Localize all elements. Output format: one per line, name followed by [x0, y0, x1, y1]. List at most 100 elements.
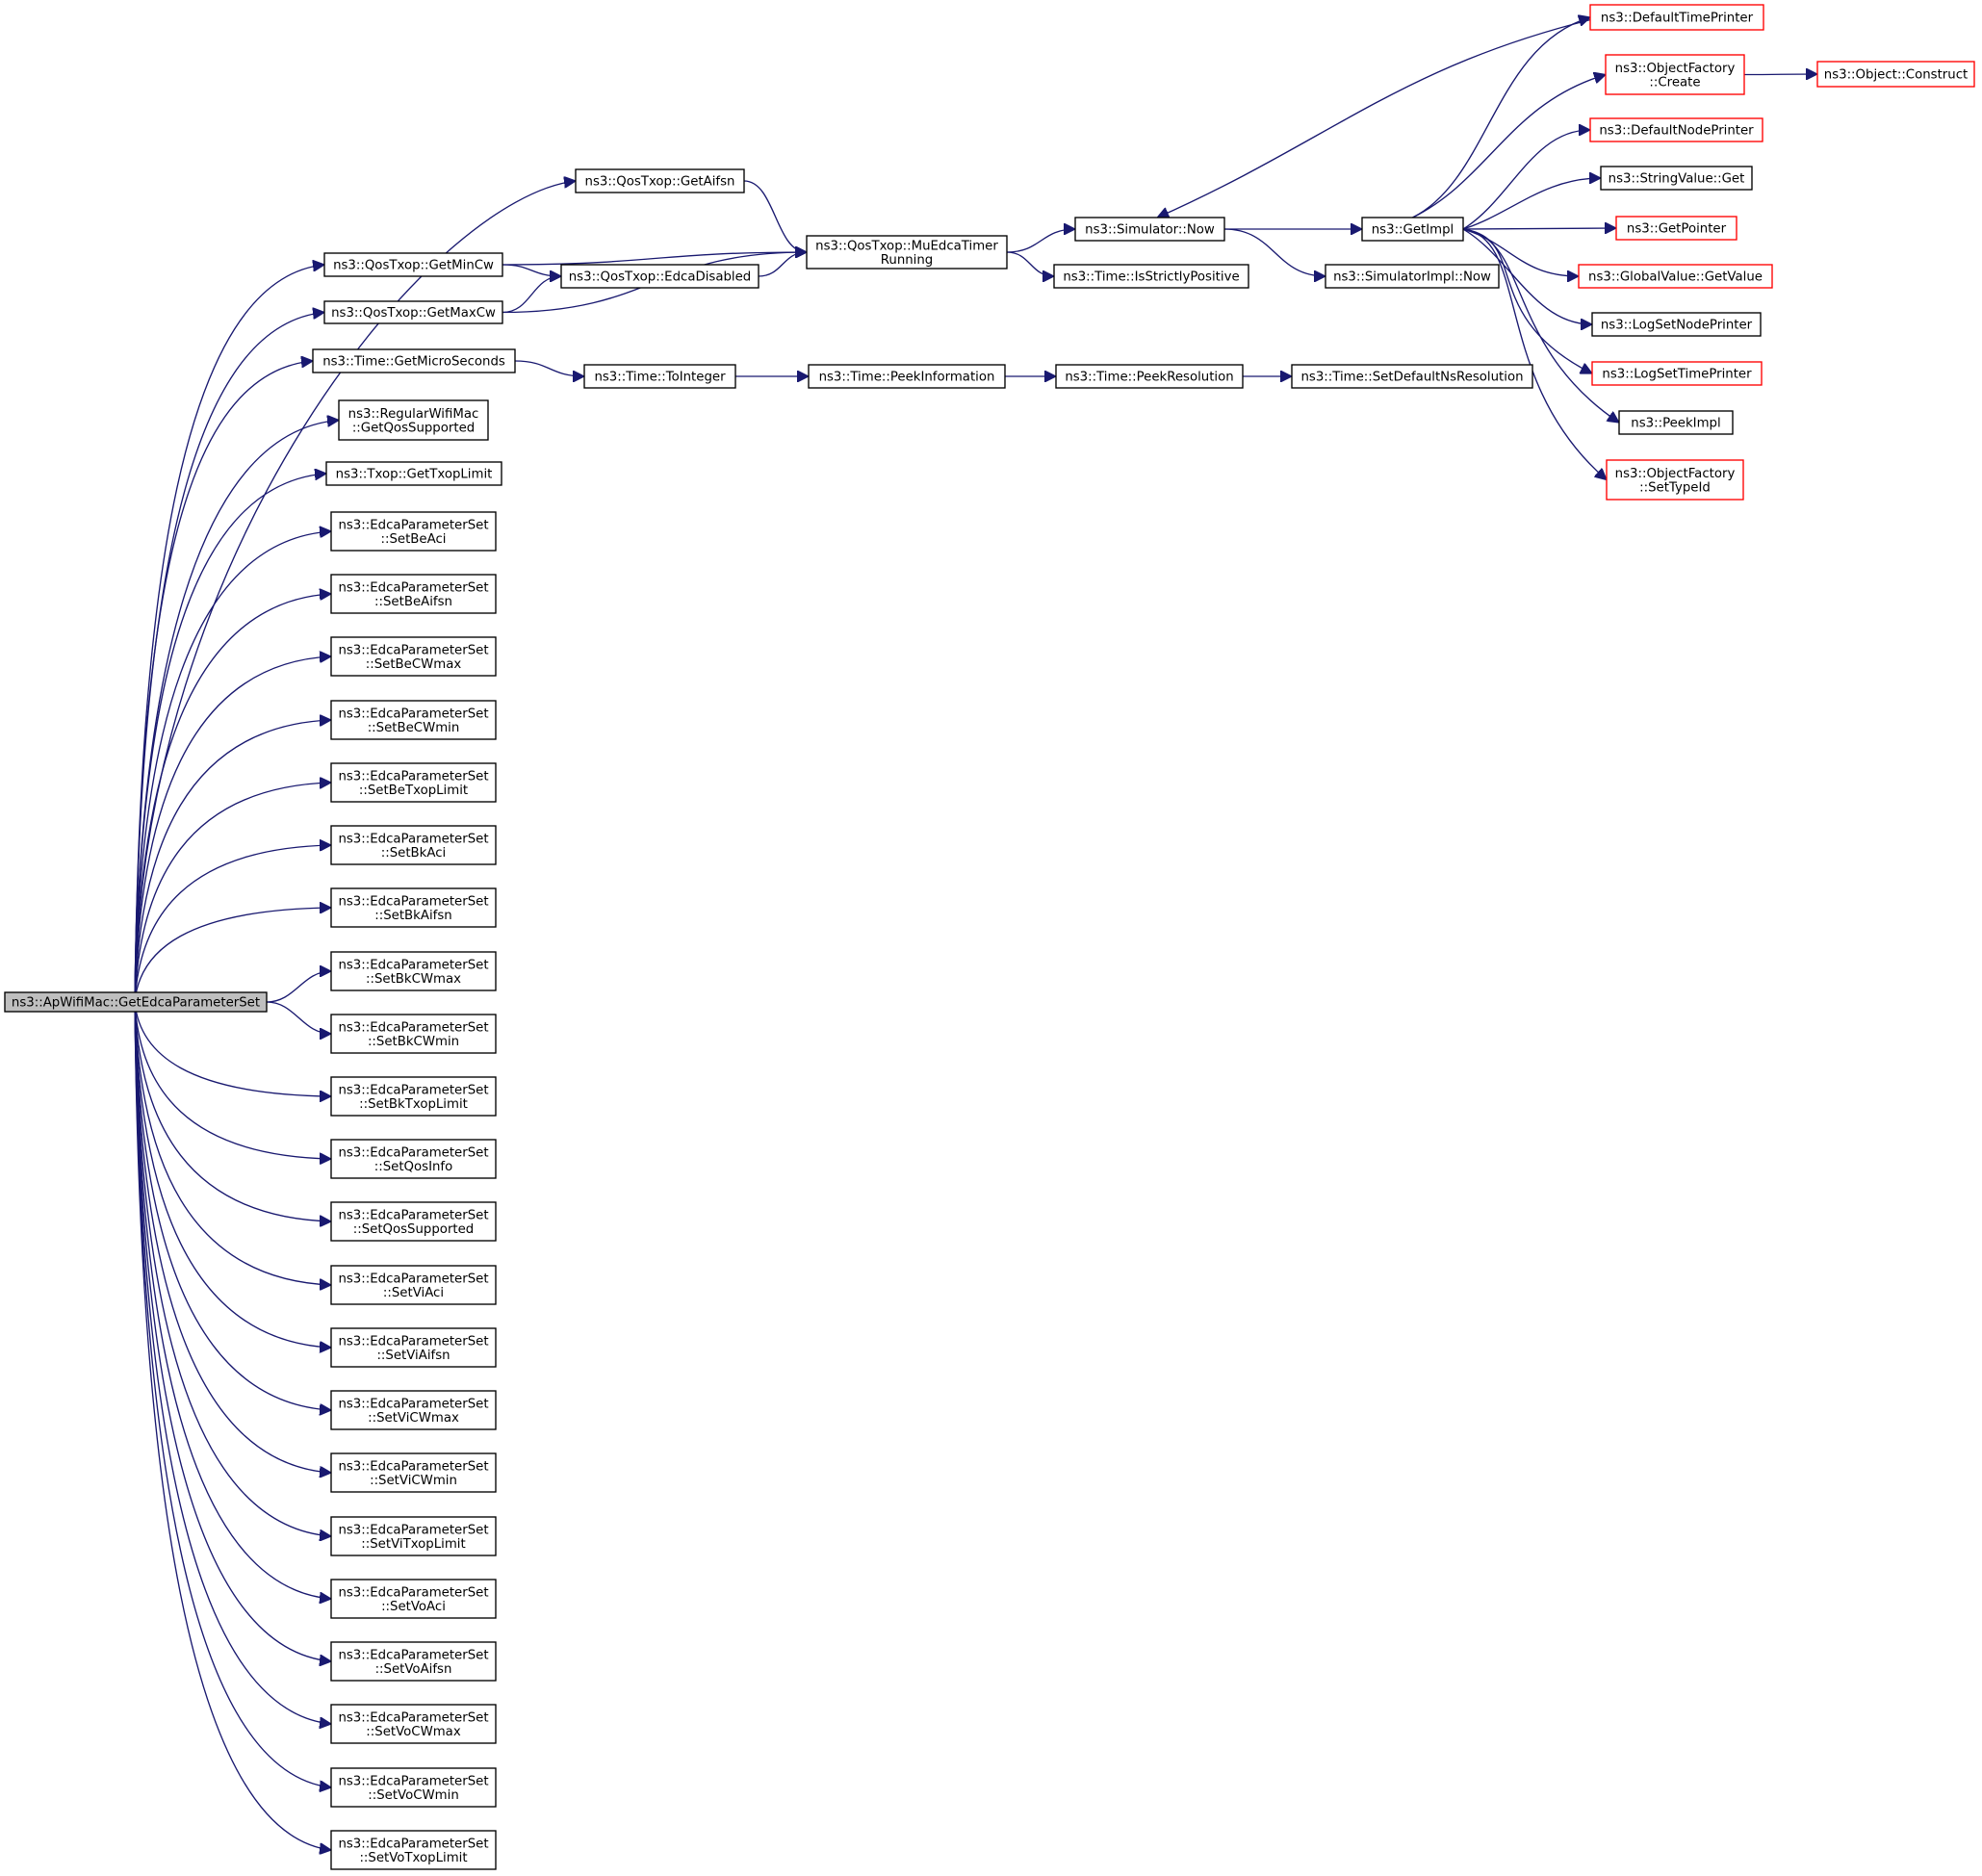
node-sim-impl-now[interactable]: ns3::SimulatorImpl::Now: [1325, 264, 1500, 289]
node-string-value-get[interactable]: ns3::StringValue::Get: [1600, 166, 1753, 191]
node-box: [338, 399, 489, 441]
node-box: [330, 1201, 497, 1242]
edge-get-impl-to-log-set-node-printer: [1462, 228, 1592, 324]
node-log-set-node-printer[interactable]: ns3::LogSetNodePrinter: [1591, 312, 1762, 337]
node-label: ::SetVoCWmax: [366, 1725, 461, 1739]
node-object-factory-create[interactable]: ns3::ObjectFactory::Create: [1605, 54, 1745, 95]
node-get-max-cw[interactable]: ns3::QosTxop::GetMaxCw: [323, 300, 503, 324]
node-label: ::SetBkTxopLimit: [359, 1097, 468, 1112]
node-set-vi-aci[interactable]: ns3::EdcaParameterSet::SetViAci: [330, 1265, 497, 1305]
node-label: ns3::Txop::GetTxopLimit: [336, 468, 493, 482]
node-root[interactable]: ns3::ApWifiMac::GetEdcaParameterSet: [4, 991, 268, 1013]
node-set-default-ns-resolution[interactable]: ns3::Time::SetDefaultNsResolution: [1291, 364, 1533, 389]
node-set-vo-aci[interactable]: ns3::EdcaParameterSet::SetVoAci: [330, 1579, 497, 1619]
node-label: ns3::EdcaParameterSet: [338, 769, 488, 784]
node-label: ::SetBkAci: [381, 846, 446, 861]
node-log-set-time-printer[interactable]: ns3::LogSetTimePrinter: [1591, 361, 1763, 386]
node-peek-resolution[interactable]: ns3::Time::PeekResolution: [1055, 364, 1244, 389]
edge-root-to-get-max-cw: [134, 313, 324, 1003]
edge-root-to-set-bk-cwmax: [266, 971, 331, 1003]
node-label: ns3::Time::ToInteger: [594, 371, 726, 385]
node-get-qos-supported[interactable]: ns3::RegularWifiMac::GetQosSupported: [338, 399, 489, 441]
node-peek-information[interactable]: ns3::Time::PeekInformation: [808, 364, 1006, 389]
node-sim-now[interactable]: ns3::Simulator::Now: [1074, 217, 1225, 242]
node-set-vi-txop-limit[interactable]: ns3::EdcaParameterSet::SetViTxopLimit: [330, 1516, 497, 1556]
node-set-vo-aifsn[interactable]: ns3::EdcaParameterSet::SetVoAifsn: [330, 1641, 497, 1682]
node-label: ns3::Simulator::Now: [1085, 223, 1215, 238]
node-box: [323, 252, 503, 277]
edge-get-impl-to-object-factory-set-type-id: [1462, 228, 1607, 480]
node-get-micro-seconds[interactable]: ns3::Time::GetMicroSeconds: [312, 348, 516, 373]
edge-object-factory-create-to-object-construct: [1743, 74, 1817, 75]
edge-root-to-set-be-cwmax: [134, 656, 331, 1003]
node-label: ns3::DefaultTimePrinter: [1601, 12, 1754, 26]
node-label: ::SetBeTxopLimit: [359, 784, 468, 798]
node-set-bk-aifsn[interactable]: ns3::EdcaParameterSet::SetBkAifsn: [330, 887, 497, 928]
node-set-vo-cwmax[interactable]: ns3::EdcaParameterSet::SetVoCWmax: [330, 1704, 497, 1744]
edge-get-impl-to-peek-impl: [1462, 228, 1619, 423]
node-set-be-aifsn[interactable]: ns3::EdcaParameterSet::SetBeAifsn: [330, 574, 497, 614]
node-get-impl[interactable]: ns3::GetImpl: [1361, 217, 1464, 242]
node-box: [1578, 264, 1773, 289]
node-box: [1615, 216, 1737, 241]
node-object-construct[interactable]: ns3::Object::Construct: [1816, 61, 1975, 88]
node-label: ns3::Time::PeekResolution: [1065, 371, 1233, 385]
edge-get-min-cw-to-edca-disabled: [502, 264, 561, 276]
edge-root-to-set-vo-aifsn: [134, 1001, 331, 1661]
edge-root-to-get-micro-seconds: [134, 361, 313, 1003]
node-box: [330, 1767, 497, 1808]
node-get-txop-limit[interactable]: ns3::Txop::GetTxopLimit: [325, 461, 502, 486]
node-label: ::SetViAifsn: [376, 1349, 450, 1363]
node-to-integer[interactable]: ns3::Time::ToInteger: [583, 364, 736, 389]
node-label: ::SetQosInfo: [374, 1160, 453, 1174]
node-box: [1053, 264, 1249, 289]
node-box: [330, 1704, 497, 1744]
node-box: [575, 168, 745, 193]
node-box: [1055, 364, 1244, 389]
edge-get-impl-to-get-pointer: [1462, 228, 1616, 229]
node-box: [330, 1327, 497, 1368]
node-set-vi-cwmin[interactable]: ns3::EdcaParameterSet::SetViCWmin: [330, 1452, 497, 1493]
node-set-be-aci[interactable]: ns3::EdcaParameterSet::SetBeAci: [330, 511, 497, 552]
edge-root-to-set-vo-aci: [134, 1001, 331, 1599]
node-label: ::SetBeCWmin: [368, 721, 460, 735]
node-default-node-printer[interactable]: ns3::DefaultNodePrinter: [1589, 117, 1763, 142]
node-get-pointer[interactable]: ns3::GetPointer: [1615, 216, 1737, 241]
edge-root-to-set-be-cwmin: [134, 720, 331, 1003]
node-box: [323, 300, 503, 324]
node-box: [330, 1390, 497, 1430]
node-label: ns3::SimulatorImpl::Now: [1333, 270, 1491, 285]
node-label: ns3::PeekImpl: [1631, 417, 1720, 431]
node-box: [330, 574, 497, 614]
node-box: [330, 951, 497, 991]
node-set-be-cwmax[interactable]: ns3::EdcaParameterSet::SetBeCWmax: [330, 636, 497, 677]
node-get-aifsn[interactable]: ns3::QosTxop::GetAifsn: [575, 168, 745, 193]
node-is-strictly-positive[interactable]: ns3::Time::IsStrictlyPositive: [1053, 264, 1249, 289]
node-set-vo-cwmin[interactable]: ns3::EdcaParameterSet::SetVoCWmin: [330, 1767, 497, 1808]
node-set-bk-cwmax[interactable]: ns3::EdcaParameterSet::SetBkCWmax: [330, 951, 497, 991]
node-set-bk-aci[interactable]: ns3::EdcaParameterSet::SetBkAci: [330, 825, 497, 865]
node-set-vo-txop-limit[interactable]: ns3::EdcaParameterSet::SetVoTxopLimit: [330, 1830, 497, 1870]
node-peek-impl[interactable]: ns3::PeekImpl: [1618, 410, 1734, 435]
node-default-time-printer[interactable]: ns3::DefaultTimePrinter: [1589, 4, 1764, 31]
node-label: ns3::StringValue::Get: [1609, 172, 1745, 187]
node-label: ns3::EdcaParameterSet: [338, 1710, 488, 1725]
node-label: ::SetViCWmin: [370, 1474, 457, 1488]
node-set-be-txop-limit[interactable]: ns3::EdcaParameterSet::SetBeTxopLimit: [330, 762, 497, 803]
node-get-min-cw[interactable]: ns3::QosTxop::GetMinCw: [323, 252, 503, 277]
node-set-vi-cwmax[interactable]: ns3::EdcaParameterSet::SetViCWmax: [330, 1390, 497, 1430]
node-set-bk-cwmin[interactable]: ns3::EdcaParameterSet::SetBkCWmin: [330, 1014, 497, 1054]
node-set-vi-aifsn[interactable]: ns3::EdcaParameterSet::SetViAifsn: [330, 1327, 497, 1368]
edge-root-to-set-vi-aifsn: [134, 1001, 331, 1348]
node-box: [1589, 4, 1764, 31]
edge-root-to-set-be-txop-limit: [134, 783, 331, 1003]
node-set-qos-supported[interactable]: ns3::EdcaParameterSet::SetQosSupported: [330, 1201, 497, 1242]
node-edca-disabled[interactable]: ns3::QosTxop::EdcaDisabled: [560, 264, 759, 289]
node-set-qos-info[interactable]: ns3::EdcaParameterSet::SetQosInfo: [330, 1139, 497, 1179]
node-global-value-get-value[interactable]: ns3::GlobalValue::GetValue: [1578, 264, 1773, 289]
node-set-be-cwmin[interactable]: ns3::EdcaParameterSet::SetBeCWmin: [330, 700, 497, 740]
node-object-factory-set-type-id[interactable]: ns3::ObjectFactory::SetTypeId: [1606, 459, 1744, 501]
edge-get-impl-to-log-set-time-printer: [1462, 228, 1592, 374]
node-set-bk-txop-limit[interactable]: ns3::EdcaParameterSet::SetBkTxopLimit: [330, 1076, 497, 1117]
